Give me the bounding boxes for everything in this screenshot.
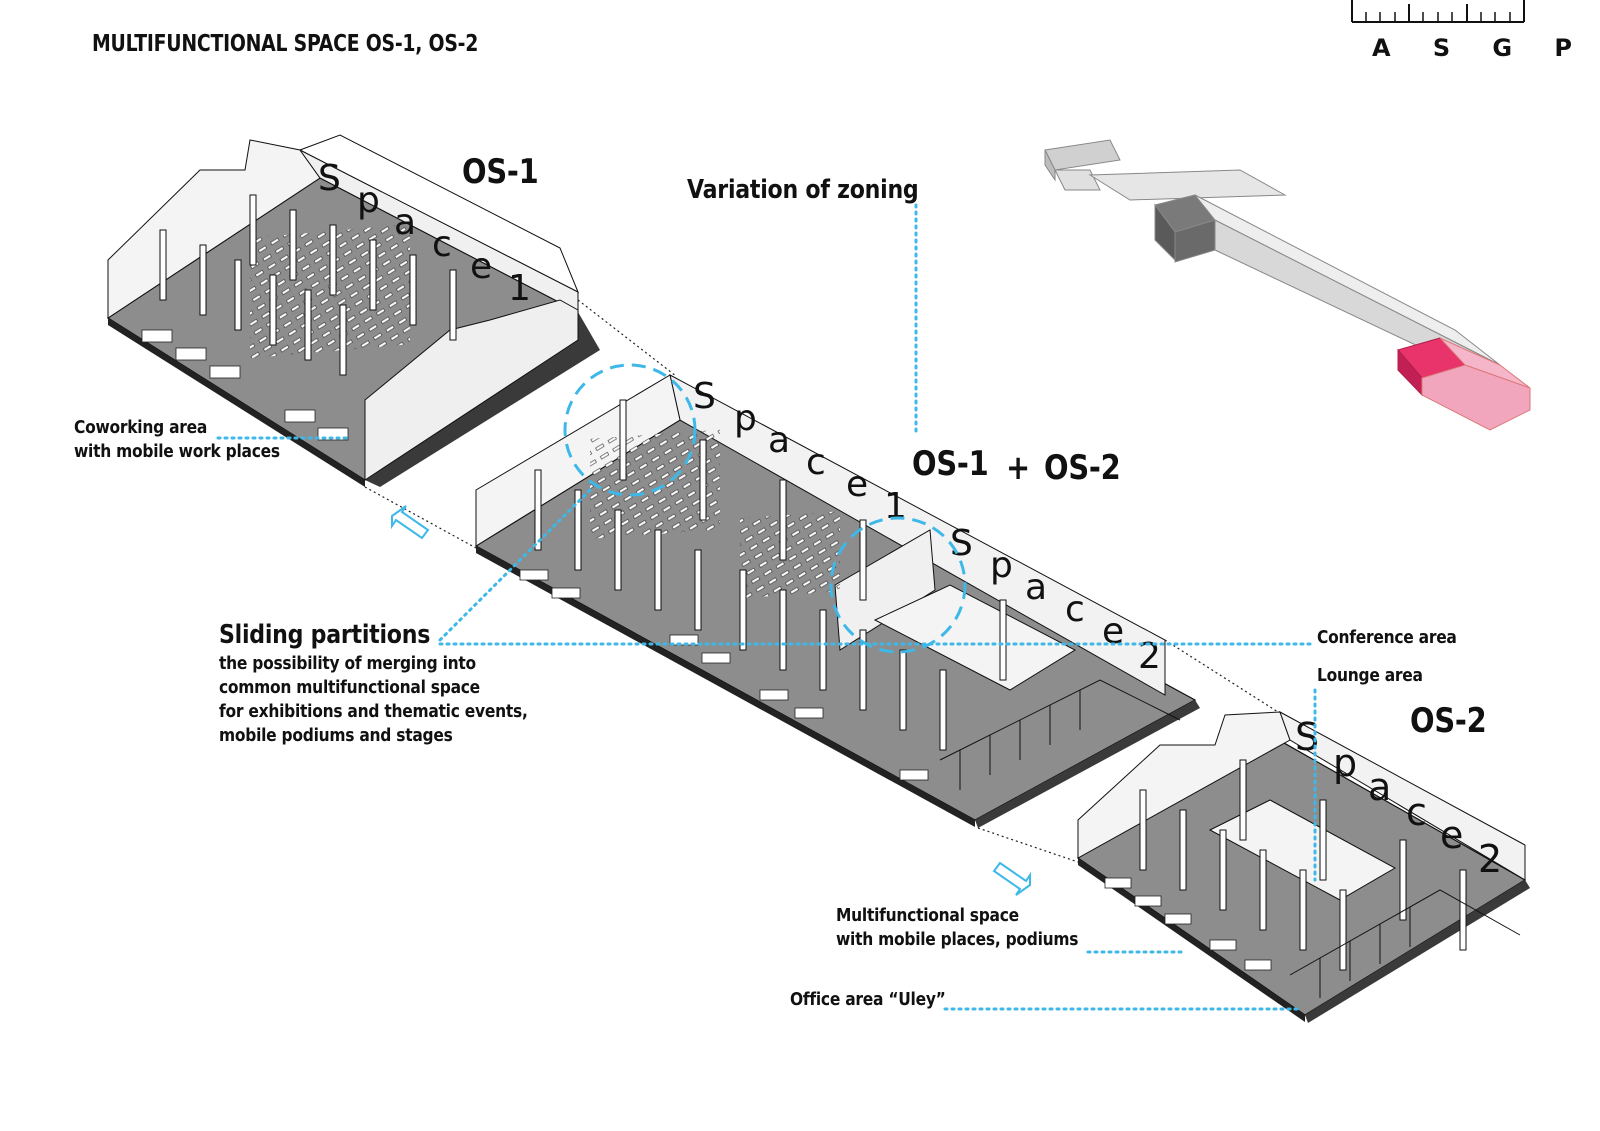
os1-block: [106, 134, 600, 487]
merged-desks: [519, 569, 929, 781]
callout-circle-top: [563, 363, 697, 497]
merged-office-glazing: [939, 679, 1181, 790]
os1-inner-partition: [364, 299, 579, 481]
logo-wordmark: A S G P: [1372, 34, 1572, 62]
os2-letter-2: 2: [1478, 837, 1502, 881]
os1-wall-lettering: S p a c e 1: [318, 158, 531, 309]
os2-block: [1076, 710, 1530, 1023]
merged-left-wall: [475, 374, 681, 547]
heading-variation: Variation of zoning: [687, 175, 919, 205]
merged-seating-zone-b: [740, 511, 840, 599]
os1-letter-e: e: [470, 246, 492, 287]
arrow-down-right-icon: [992, 861, 1031, 896]
os2-floor-edge-right: [1305, 880, 1530, 1023]
highlight-volume-light-front: [1421, 364, 1531, 431]
os1-desks: [141, 329, 349, 441]
merged-inner-partition: [834, 529, 936, 651]
label-multifunctional-line2: with mobile places, podiums: [836, 929, 1079, 950]
os1-letter-c: c: [432, 224, 452, 265]
merged-letter-c1: c: [806, 442, 826, 483]
logo-letter-a: A: [1372, 34, 1391, 62]
leader-sliding-diag: [438, 488, 592, 642]
merged-floor-edge-right: [975, 700, 1200, 828]
context-massing: [1044, 139, 1531, 431]
os2-stage: [1208, 799, 1397, 901]
os2-columns: [1139, 759, 1467, 971]
heading-os2: OS-2: [1410, 701, 1487, 741]
heading-plus: +: [1006, 448, 1030, 488]
label-conference: Conference area: [1317, 627, 1457, 648]
merged-letter-22: 2: [1138, 636, 1161, 677]
merged-letter-a1: a: [768, 420, 790, 461]
page-title: MULTIFUNCTIONAL SPACE OS-1, OS-2: [92, 31, 479, 57]
os2-office-glazing: [1289, 889, 1521, 998]
os1-letter-p: p: [357, 180, 380, 221]
os1-back-wall-upper: [298, 134, 579, 294]
merged-letter-a2: a: [1025, 567, 1047, 608]
heading-os2-merged: OS-2: [1044, 448, 1121, 488]
logo-letter-p: P: [1554, 34, 1572, 62]
merged-letter-e1: e: [846, 464, 868, 505]
merged-columns: [534, 399, 1007, 751]
arrow-up-left-icon: [391, 505, 430, 540]
os2-letter-a: a: [1368, 765, 1391, 809]
label-multifunctional-line1: Multifunctional space: [836, 905, 1019, 926]
heading-os1-merged: OS-1: [912, 444, 989, 484]
label-sliding-line1: the possibility of merging into: [219, 653, 476, 674]
label-sliding-line2: common multifunctional space: [219, 677, 480, 698]
merged-letter-p2: p: [990, 545, 1013, 586]
os2-letter-e: e: [1440, 813, 1463, 857]
os2-gable-wall: [1077, 711, 1291, 859]
os1-columns: [159, 194, 457, 376]
block-connectors: [364, 299, 1279, 863]
os2-desks: [1104, 877, 1272, 971]
merged-block: [474, 374, 1200, 828]
label-sliding-line3: for exhibitions and thematic events,: [219, 701, 528, 722]
label-coworking-line2: with mobile work places: [74, 441, 280, 462]
os1-letter-a: a: [394, 202, 416, 243]
logo-ruler: [1351, 0, 1525, 23]
heading-os1: OS-1: [462, 152, 539, 192]
label-sliding-body: the possibility of merging into common m…: [219, 652, 528, 748]
label-multifunctional: Multifunctional space with mobile places…: [836, 904, 1079, 952]
logo-letter-s: S: [1432, 34, 1451, 62]
os2-back-wall: [1279, 710, 1526, 881]
callout-circle-bottom: [829, 516, 967, 654]
merged-letter-11: 1: [884, 486, 907, 527]
merged-wall-lettering: S p a c e 1 S p a c e 2: [693, 376, 1161, 677]
os2-letter-c: c: [1406, 790, 1427, 834]
merged-letter-s1: S: [693, 376, 716, 417]
logo-letter-g: G: [1492, 34, 1513, 62]
merged-letter-s2: S: [950, 523, 973, 564]
merged-letter-c2: c: [1065, 589, 1085, 630]
label-sliding-line4: mobile podiums and stages: [219, 725, 453, 746]
os2-wall-lettering: S p a c e 2: [1295, 715, 1502, 881]
merged-letter-e2: e: [1102, 611, 1124, 652]
label-sliding-title: Sliding partitions: [219, 620, 431, 650]
label-lounge: Lounge area: [1317, 665, 1423, 686]
label-office: Office area “Uley”: [790, 989, 946, 1010]
merged-stage: [873, 584, 1077, 691]
os1-letter-s: S: [318, 158, 341, 199]
os1-letter-1: 1: [508, 268, 531, 309]
os2-letter-p: p: [1333, 741, 1357, 785]
merged-floor-edge: [476, 546, 975, 827]
label-coworking: Coworking area with mobile work places: [74, 416, 280, 464]
os1-floor-edge: [108, 318, 365, 487]
label-coworking-line1: Coworking area: [74, 417, 208, 438]
merged-letter-p1: p: [734, 398, 757, 439]
accent-annotations: [216, 203, 1317, 1011]
